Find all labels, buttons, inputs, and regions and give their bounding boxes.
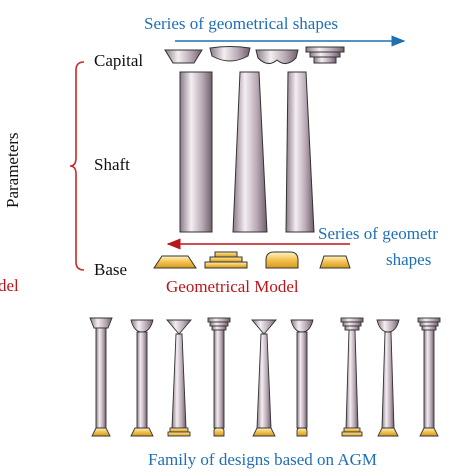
family-column-4 — [207, 317, 231, 437]
right-series-label-line2: shapes — [386, 250, 432, 269]
geometrical-model-label: Geometrical Model — [166, 277, 299, 296]
left-model-fragment: del — [0, 276, 19, 295]
base-shape-4 — [319, 255, 351, 269]
family-column-7 — [340, 317, 364, 437]
family-label: Family of designs based on AGM — [148, 450, 378, 469]
capital-shape-4 — [305, 46, 345, 64]
base-shape-3 — [265, 251, 299, 269]
base-shapes-row — [153, 251, 351, 269]
family-columns — [89, 317, 441, 437]
family-column-8 — [376, 319, 400, 437]
shaft-shape-2 — [232, 71, 268, 233]
capital-label: Capital — [94, 51, 144, 70]
parameters-label: Parameters — [3, 132, 22, 208]
capital-shape-1 — [164, 49, 203, 64]
shaft-label: Shaft — [94, 155, 130, 174]
right-series-label-line1: Series of geometr — [318, 224, 438, 243]
shaft-shape-1 — [179, 71, 213, 233]
base-shape-2 — [204, 251, 248, 269]
shaft-shapes-row — [179, 71, 315, 233]
top-series-label: Series of geometrical shapes — [144, 14, 339, 33]
shaft-shape-3 — [285, 71, 315, 233]
family-column-9 — [417, 317, 441, 437]
parameters-bracket — [69, 61, 85, 271]
family-column-6 — [290, 319, 314, 437]
base-label: Base — [94, 260, 128, 279]
family-column-1 — [89, 317, 113, 437]
capital-shape-2 — [209, 46, 251, 62]
family-column-3 — [166, 319, 192, 437]
family-column-2 — [130, 319, 154, 437]
capital-shape-3 — [255, 49, 299, 64]
base-shape-1 — [153, 255, 197, 269]
family-column-5 — [251, 319, 277, 437]
capital-shapes-row — [164, 46, 345, 64]
